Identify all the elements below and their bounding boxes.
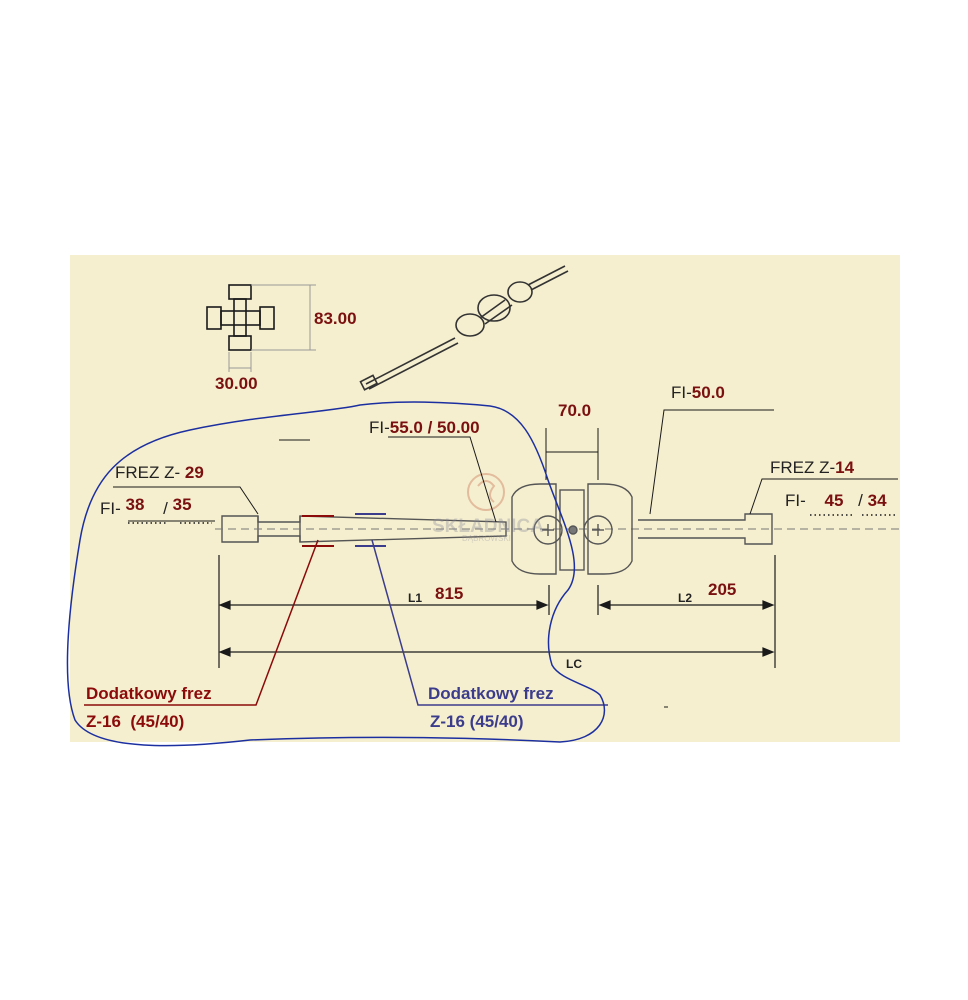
right-fi-inner: 34	[867, 491, 887, 510]
left-fi-inner: 35	[172, 495, 192, 514]
universal-joint	[511, 483, 633, 575]
right-fi-label: FI-50.0	[671, 384, 725, 401]
note-leaders	[84, 539, 608, 706]
joint-width-label: 70.0	[558, 401, 592, 420]
right-frez-prefix: FREZ Z-	[770, 458, 836, 477]
middle-fi-value: 55.0 / 50.00	[389, 418, 480, 437]
cross-height-label: 83.00	[314, 309, 357, 328]
l2-label: L2	[678, 591, 693, 605]
fi-dotted-lines	[128, 514, 898, 524]
cross-piece	[206, 284, 275, 351]
middle-fi-label: FI-55.0 / 50.00	[369, 419, 480, 436]
watermark-logo: SKŁADNICA DĄBROWSKI	[432, 473, 544, 543]
cross-dimension-lines	[228, 284, 316, 372]
diagram-panel	[70, 255, 900, 742]
left-frez-prefix: FREZ Z-	[115, 463, 181, 482]
right-fi-outer: 45	[824, 491, 844, 510]
main-shaft	[215, 513, 900, 545]
red-note-line1: Dodatkowy frez	[86, 684, 212, 703]
l1-value: 815	[435, 584, 464, 603]
right-fi-end-label: FI- 45 / 34	[785, 492, 887, 509]
right-fi-end-prefix: FI-	[785, 491, 806, 510]
cross-width-label: 30.00	[215, 374, 258, 393]
dimension-lines	[218, 555, 776, 668]
leader-lines	[113, 409, 898, 708]
blue-note-line2: Z-16 (45/40)	[430, 712, 524, 731]
l2-value: 205	[708, 580, 737, 599]
shaft-sketch	[359, 265, 569, 391]
left-fi-slash: /	[163, 499, 168, 518]
blue-note-line1: Dodatkowy frez	[428, 684, 554, 703]
right-fi-slash: /	[858, 491, 863, 510]
left-fi-outer: 38	[125, 495, 145, 514]
watermark-text: SKŁADNICA	[432, 516, 544, 537]
right-frez-label: FREZ Z-14	[770, 459, 854, 476]
right-fi-prefix: FI-	[671, 383, 692, 402]
middle-fi-prefix: FI-	[369, 418, 390, 437]
extra-cutter-markers	[302, 513, 386, 547]
right-fi-value: 50.0	[691, 383, 725, 402]
left-frez-value: 29	[184, 463, 204, 482]
red-note-line2: Z-16 (45/40)	[86, 712, 185, 731]
right-frez-value: 14	[835, 458, 855, 477]
lc-label: LC	[566, 657, 582, 671]
watermark-subtext: DĄBROWSKI	[462, 534, 511, 543]
l1-label: L1	[408, 591, 423, 605]
left-fi-prefix: FI-	[100, 499, 121, 518]
highlight-outline	[66, 401, 606, 747]
left-fi-label: FI- 38 / 35	[100, 496, 192, 518]
left-frez-label: FREZ Z- 29	[115, 464, 204, 481]
